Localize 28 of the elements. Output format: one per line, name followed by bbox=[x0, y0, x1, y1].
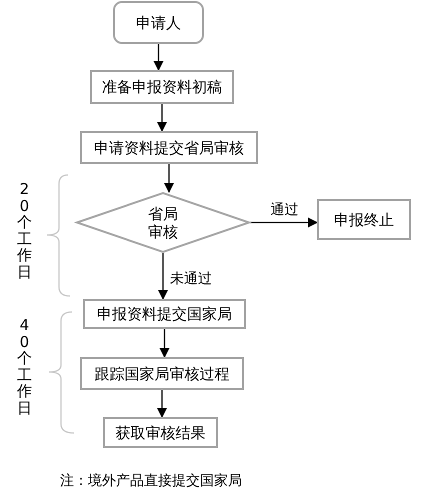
process-box bbox=[80, 357, 244, 390]
decision-diamond bbox=[76, 192, 250, 253]
edge-label: 通过 bbox=[270, 200, 300, 218]
node-text: 准备申报资料初稿 bbox=[102, 78, 222, 96]
note-text: 注：境外产品直接提交国家局 bbox=[60, 472, 242, 490]
arrow bbox=[250, 218, 318, 228]
process-box bbox=[317, 199, 411, 240]
duration-label: 40个工作日 bbox=[16, 317, 33, 416]
node-text: 申请人 bbox=[136, 14, 181, 32]
node-text: 申请资料提交省局审核 bbox=[94, 138, 244, 156]
process-box bbox=[83, 299, 246, 329]
process-box bbox=[103, 417, 218, 448]
arrow bbox=[160, 329, 170, 358]
process-box bbox=[90, 70, 234, 104]
node-text: 申报终止 bbox=[334, 210, 394, 228]
start-box bbox=[113, 1, 204, 44]
arrow bbox=[154, 44, 164, 71]
node-text: 获取审核结果 bbox=[116, 424, 206, 442]
arrow bbox=[164, 164, 174, 193]
duration-label: 20个工作日 bbox=[16, 181, 33, 280]
edge-label: 未通过 bbox=[169, 270, 213, 288]
node-text: 跟踪国家局审核过程 bbox=[94, 364, 230, 382]
node-text: 申报资料提交国家局 bbox=[97, 305, 232, 323]
arrow bbox=[157, 390, 167, 418]
arrow bbox=[157, 104, 167, 132]
node-text: 省局审核 bbox=[147, 204, 179, 240]
arrow bbox=[158, 253, 168, 300]
process-box bbox=[80, 131, 258, 164]
